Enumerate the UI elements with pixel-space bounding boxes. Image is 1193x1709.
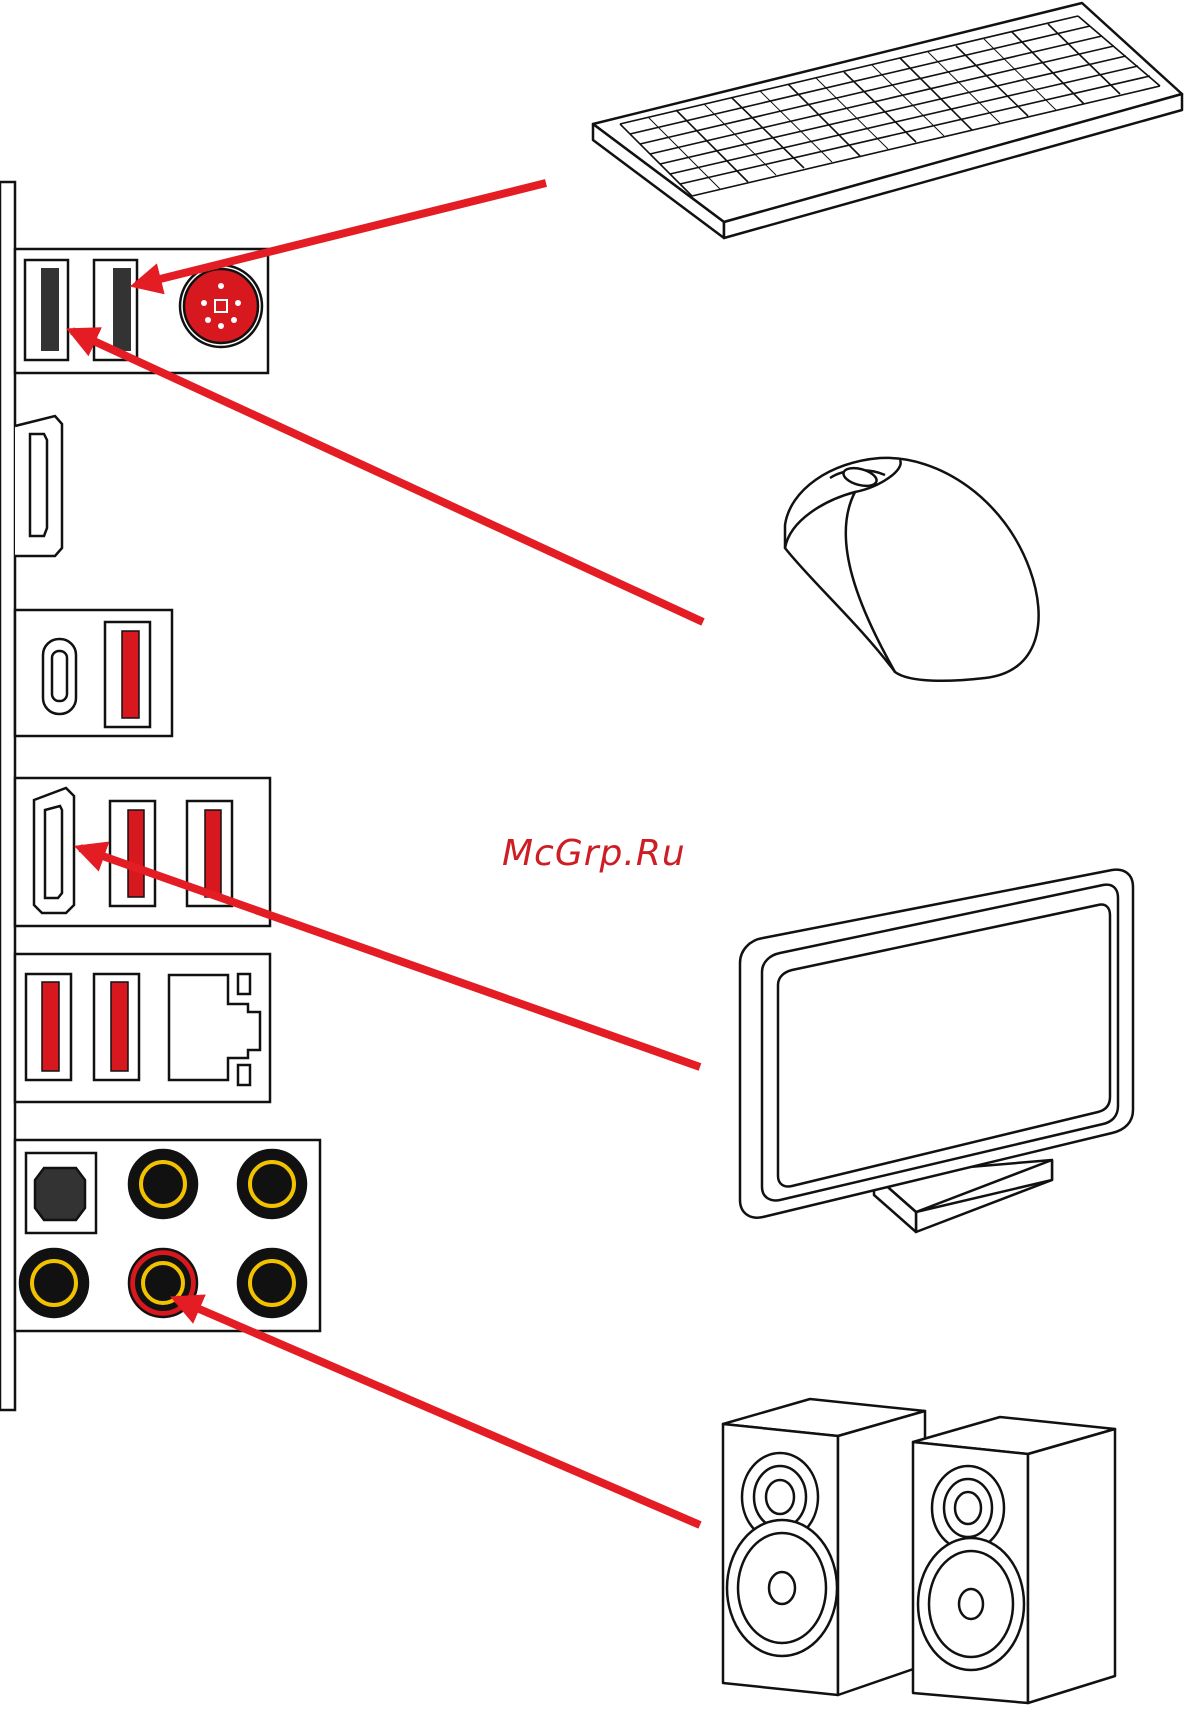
ps2-port [180,265,262,347]
audio-block [15,1140,320,1331]
arrow-keyboard-to-ps2 [136,183,546,285]
lan-port [169,974,260,1085]
watermark-text: McGrp.Ru [502,833,686,874]
hdmi-port [34,788,74,913]
audio-jack [20,1249,88,1317]
arrow-mouse-to-usb [72,331,703,622]
usbc-usb3-block [15,610,172,736]
usb3-lan-block [15,954,270,1102]
audio-jack [238,1150,306,1218]
mouse-icon [785,458,1039,681]
panel-frame [0,182,15,1410]
monitor-icon [740,870,1133,1232]
audio-jack [129,1150,197,1218]
arrow-speakers-to-lineout [176,1299,700,1525]
speakers-icon [723,1399,1115,1703]
keyboard-icon [593,3,1182,238]
io-panel [0,182,320,1410]
displayport-port [15,416,62,556]
speaker-left [723,1399,925,1695]
audio-jack [238,1249,306,1317]
speaker-right [913,1417,1115,1703]
usb-ps2-block [15,249,268,373]
optical-spdif-port [26,1153,96,1233]
